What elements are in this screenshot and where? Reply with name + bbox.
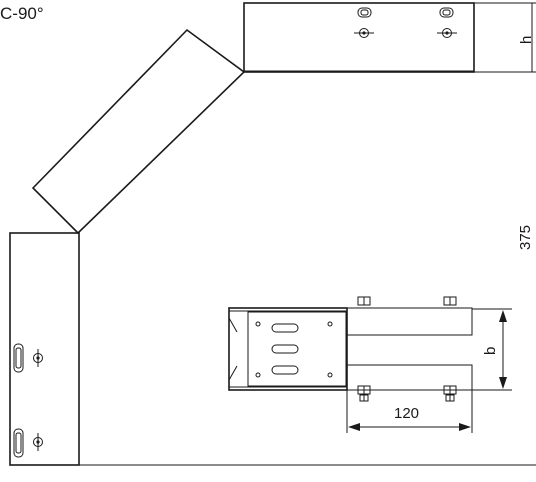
plate-slot-1 [271,323,299,333]
drawing-title: C-90° [0,4,44,23]
overall-dimension-label: 375 [517,225,534,250]
plate-slot-3 [271,365,299,375]
diagonal-section [31,28,246,235]
height-dimension: h [474,2,536,73]
upper-slot-left [357,7,372,18]
upper-bolt-left-icon [354,28,374,38]
upper-straight-section [243,2,475,73]
connector-bolt-bottom-right-icon [443,385,457,402]
width-dimension: b [472,308,512,391]
width-label: b [482,347,499,355]
plate-slot-2 [271,344,299,354]
upper-bolt-right-icon [437,28,457,38]
length-label: 120 [394,405,419,422]
lower-slot-bottom [13,428,24,458]
lower-bolt-top-icon [33,349,43,367]
connector-bolt-bottom-left-icon [357,385,371,402]
upper-slot-right [439,7,454,18]
connector-bolt-top-right-icon [443,296,457,306]
length-dimension: 120 [346,390,473,433]
height-label: h [518,36,535,44]
lower-bolt-bottom-icon [33,433,43,451]
lower-slot-top [13,343,24,373]
connector-detail [228,296,473,402]
connector-bolt-top-left-icon [357,296,371,306]
lower-straight-section [9,232,536,466]
